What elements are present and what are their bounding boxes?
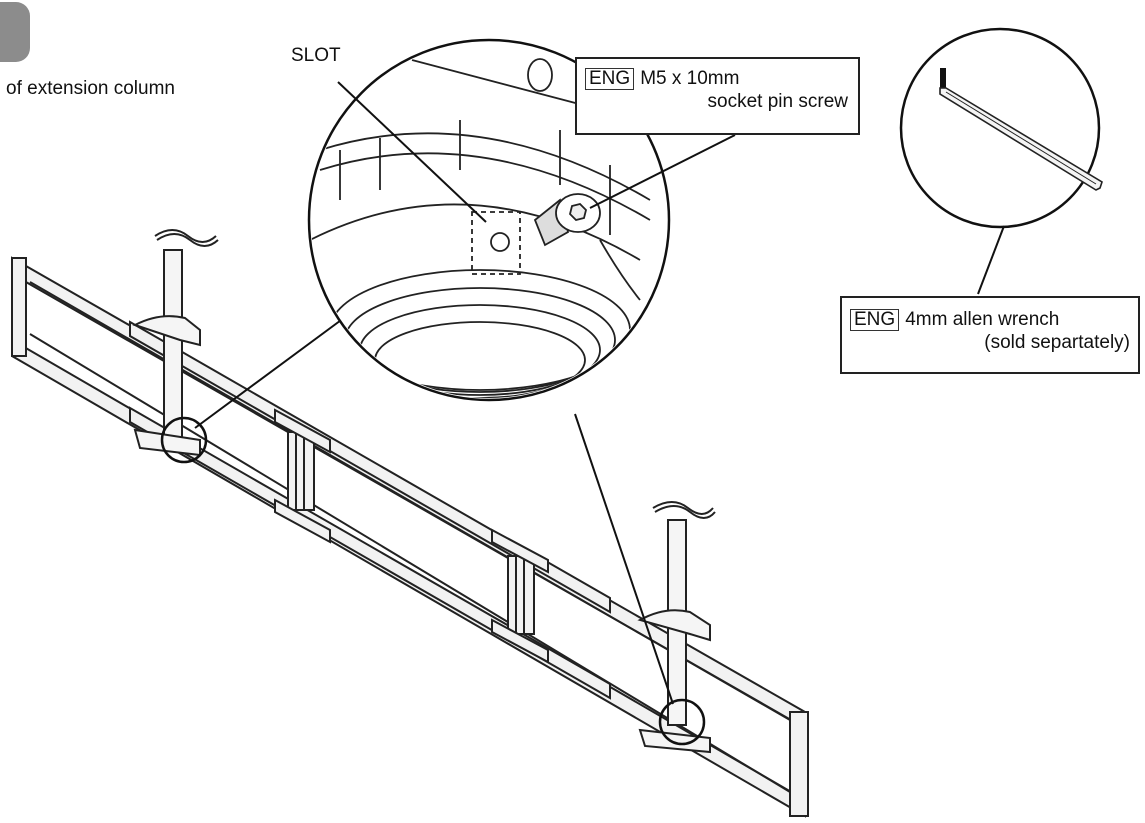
screw-type-label: socket pin screw (707, 91, 848, 112)
mounting-frame-icon (11, 256, 809, 818)
wrench-note-label: (sold separtately) (984, 332, 1130, 353)
eng-tag: ENG (850, 309, 900, 331)
allen-wrench-icon (939, 68, 1103, 191)
slot-label: SLOT (291, 45, 341, 66)
socket-pin-screw-icon (533, 193, 601, 247)
eng-tag: ENG (585, 68, 635, 90)
wrench-size-label: 4mm allen wrench (905, 309, 1060, 330)
extension-column-icon (132, 229, 716, 754)
step-caption: of extension column (6, 78, 175, 99)
step-badge-icon (0, 2, 30, 62)
screw-size-label: M5 x 10mm (640, 68, 740, 89)
